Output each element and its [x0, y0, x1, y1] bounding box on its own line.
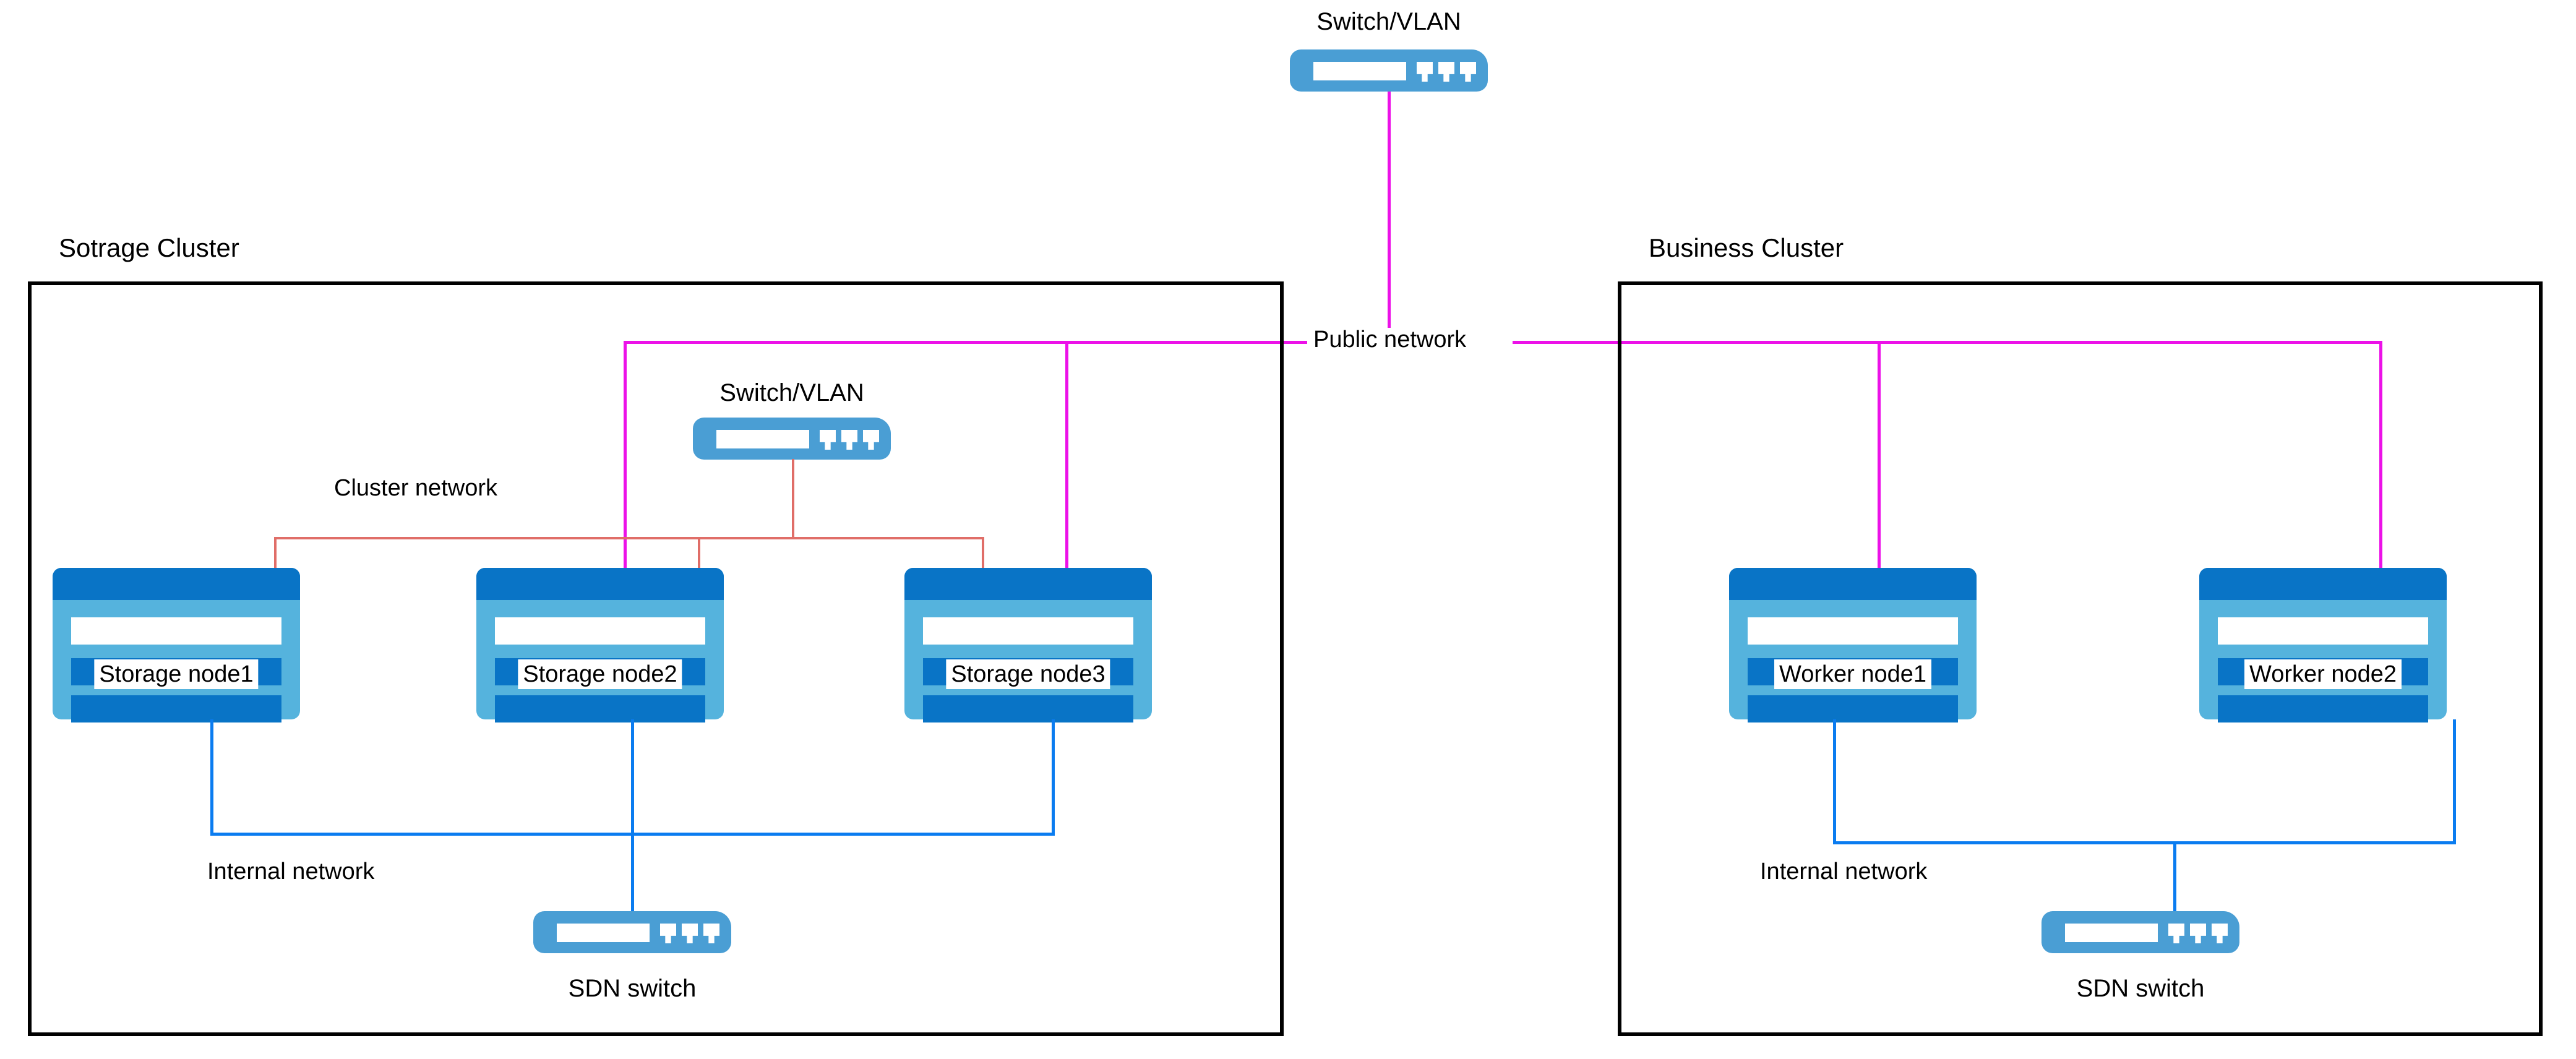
business-cluster-boundary [1618, 281, 2543, 1036]
internal-link-business-sdn-drop [2173, 841, 2176, 914]
storage-sdn-switch-caption: SDN switch [568, 975, 697, 1002]
storage-node-2[interactable]: Storage node2 [476, 568, 724, 722]
public-link-worker-node1 [1878, 341, 1881, 571]
switch-port-group [1417, 62, 1479, 82]
switch-port-1 [660, 924, 676, 943]
internal-network-bus-business [1833, 841, 2456, 844]
storage-node-1[interactable]: Storage node1 [53, 568, 300, 722]
server-slot-white [495, 617, 705, 645]
switch-port-3 [863, 430, 879, 450]
switch-port-group [820, 430, 882, 450]
cluster-link-storage-node1 [274, 537, 277, 571]
internal-link-storage-node3 [1052, 719, 1055, 836]
server-header-bar [53, 568, 300, 600]
storage-sdn-switch-icon[interactable] [533, 911, 731, 953]
storage-node-1-label: Storage node1 [94, 659, 259, 689]
switch-display-bar [2065, 924, 2158, 942]
public-link-worker-node2 [2379, 341, 2382, 571]
server-slot-white [923, 617, 1133, 645]
cluster-network-label: Cluster network [334, 475, 497, 501]
storage-switch-vlan-icon[interactable] [693, 418, 891, 460]
switch-port-1 [820, 430, 836, 450]
business-sdn-switch-icon[interactable] [2041, 911, 2239, 953]
storage-cluster-title: Sotrage Cluster [59, 233, 239, 262]
cluster-link-switch-drop [792, 459, 794, 538]
switch-port-2 [2190, 924, 2206, 943]
public-bus-left-segment [624, 341, 1386, 344]
server-slot-white [2218, 617, 2428, 645]
public-link-top-switch-drop [1388, 92, 1391, 342]
switch-display-bar [557, 924, 650, 942]
internal-link-worker-node1 [1833, 719, 1836, 844]
business-sdn-switch-caption: SDN switch [2076, 975, 2205, 1002]
internal-network-label-business: Internal network [1760, 859, 1928, 885]
switch-display-bar [1313, 62, 1406, 80]
server-slot-2 [2218, 695, 2428, 722]
internal-network-bus-storage [210, 833, 1055, 836]
switch-port-1 [2168, 924, 2184, 943]
public-network-label: Public network [1307, 328, 1473, 351]
cluster-link-storage-node3 [982, 537, 984, 571]
server-slot-2 [71, 695, 281, 722]
server-header-bar [904, 568, 1152, 600]
server-slot-2 [1748, 695, 1958, 722]
worker-node-2[interactable]: Worker node2 [2199, 568, 2447, 722]
cluster-network-bus [274, 537, 984, 539]
internal-link-worker-node2 [2453, 719, 2456, 844]
business-cluster-title: Business Cluster [1649, 233, 1844, 262]
internal-network-label-storage: Internal network [207, 859, 375, 885]
switch-port-1 [1417, 62, 1433, 82]
server-slot-white [71, 617, 281, 645]
public-bus-right-segment [1513, 341, 2382, 344]
switch-port-group [660, 924, 722, 943]
public-link-storage-node2 [624, 341, 627, 571]
internal-link-storage-node1 [210, 719, 213, 836]
top-switch-caption: Switch/VLAN [1316, 8, 1461, 35]
server-slot-2 [495, 695, 705, 722]
switch-port-3 [703, 924, 719, 943]
worker-node-2-label: Worker node2 [2244, 659, 2402, 689]
storage-switch-caption: Switch/VLAN [719, 379, 864, 406]
server-slot-2 [923, 695, 1133, 722]
server-header-bar [476, 568, 724, 600]
storage-node-3[interactable]: Storage node3 [904, 568, 1152, 722]
server-slot-white [1748, 617, 1958, 645]
internal-link-storage-node2 [631, 719, 634, 914]
top-switch-vlan-icon[interactable] [1290, 49, 1488, 92]
worker-node-1-label: Worker node1 [1774, 659, 1931, 689]
switch-port-group [2168, 924, 2230, 943]
switch-port-3 [2212, 924, 2228, 943]
storage-cluster-boundary [28, 281, 1284, 1036]
worker-node-1[interactable]: Worker node1 [1729, 568, 1977, 722]
switch-port-2 [682, 924, 698, 943]
switch-port-2 [841, 430, 857, 450]
cluster-link-storage-node2 [698, 537, 700, 571]
switch-port-3 [1460, 62, 1476, 82]
storage-node-2-label: Storage node2 [518, 659, 682, 689]
switch-display-bar [716, 430, 809, 448]
server-header-bar [2199, 568, 2447, 600]
storage-node-3-label: Storage node3 [946, 659, 1110, 689]
server-header-bar [1729, 568, 1977, 600]
public-link-storage-node3 [1065, 341, 1068, 571]
switch-port-2 [1438, 62, 1454, 82]
